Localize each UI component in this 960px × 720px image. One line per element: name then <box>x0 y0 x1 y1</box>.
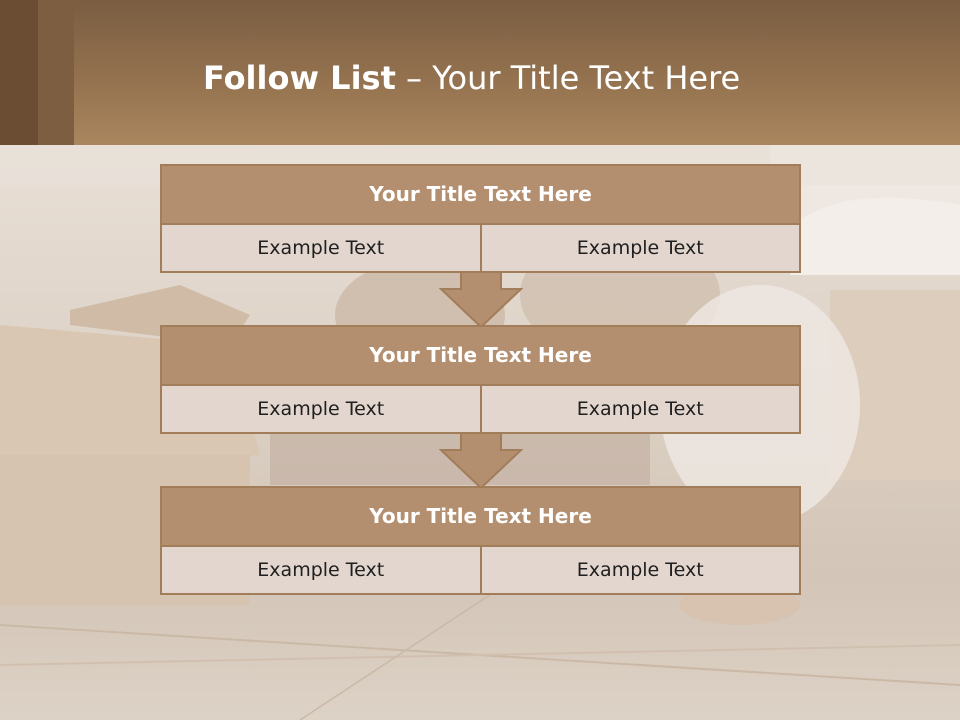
step-cell-left: Example Text <box>257 237 385 259</box>
step-title: Your Title Text Here <box>162 166 799 225</box>
down-arrow-icon <box>439 271 523 329</box>
step-box-2: Your Title Text Here Example Text Exampl… <box>160 325 801 434</box>
down-arrow-icon <box>439 432 523 490</box>
step-cell-left: Example Text <box>257 559 385 581</box>
step-cell-right: Example Text <box>479 547 800 593</box>
step-title: Your Title Text Here <box>162 327 799 386</box>
step-cell-right: Example Text <box>479 225 800 271</box>
step-cell-right: Example Text <box>479 386 800 432</box>
step-row: Example Text Example Text <box>162 386 799 432</box>
header-accent-strip <box>0 0 38 145</box>
step-box-3: Your Title Text Here Example Text Exampl… <box>160 486 801 595</box>
step-cell-left: Example Text <box>257 398 385 420</box>
step-row: Example Text Example Text <box>162 225 799 271</box>
slide-header: Follow List – Your Title Text Here <box>0 0 960 145</box>
slide-title-rest: – Your Title Text Here <box>395 59 741 97</box>
step-row: Example Text Example Text <box>162 547 799 593</box>
step-title: Your Title Text Here <box>162 488 799 547</box>
slide-title-bold: Follow List <box>203 59 396 97</box>
slide-title: Follow List – Your Title Text Here <box>203 56 740 100</box>
step-box-1: Your Title Text Here Example Text Exampl… <box>160 164 801 273</box>
header-accent-strip <box>38 0 74 145</box>
